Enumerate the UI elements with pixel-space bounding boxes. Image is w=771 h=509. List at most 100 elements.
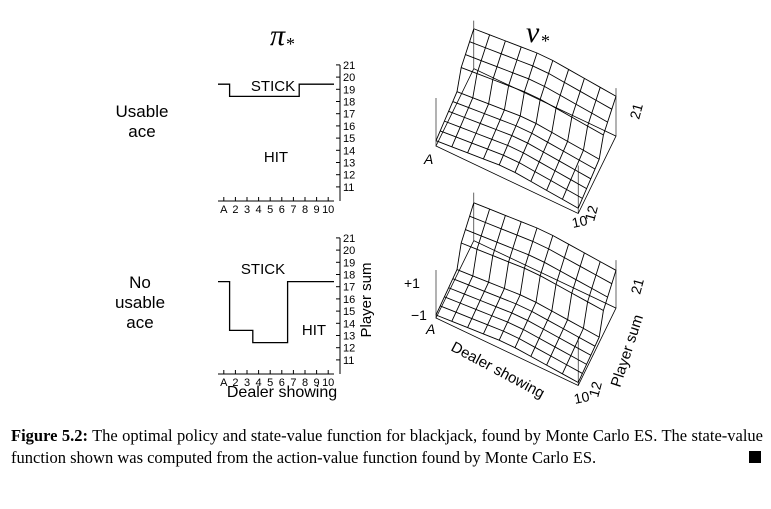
- surface-grid-line: [473, 202, 617, 271]
- figure-caption: Figure 5.2: The optimal policy and state…: [11, 425, 763, 469]
- surface-bottom-dealer-start-label: A: [425, 321, 435, 337]
- surface-grid-line: [452, 101, 596, 170]
- surface-grid-line: [435, 28, 475, 141]
- dealer-tick-label: 4: [256, 204, 262, 216]
- surface-grid-line: [467, 40, 506, 154]
- surface-grid-line: [530, 244, 570, 357]
- dealer-tick-label: 6: [279, 204, 285, 216]
- player-tick-label: 16: [343, 294, 355, 306]
- surface-grid-line: [482, 46, 522, 160]
- surface-grid-line: [514, 235, 554, 348]
- dealer-tick-label: A: [220, 204, 228, 216]
- player-tick-label: 13: [343, 158, 355, 170]
- surface-grid-line: [530, 69, 570, 182]
- policy-title-subscript: *: [286, 34, 295, 54]
- policy-x-axis-title: Dealer showing: [227, 384, 337, 401]
- policy-title-symbol: π: [270, 19, 286, 52]
- player-tick-label: 13: [343, 331, 355, 343]
- surface-grid-line: [451, 208, 491, 322]
- surface-grid-line: [498, 52, 538, 166]
- surface-grid-line: [461, 242, 604, 311]
- surface-grid-line: [465, 54, 608, 123]
- value-title: v *: [526, 16, 550, 51]
- row-label-usable-line1: Usable: [116, 102, 169, 121]
- dealer-tick-label: 5: [267, 377, 273, 389]
- end-of-proof-square-icon: [749, 451, 761, 463]
- dealer-tick-label: 8: [302, 377, 308, 389]
- player-tick-label: 17: [343, 282, 355, 294]
- player-tick-label: 21: [343, 60, 355, 72]
- surface-top-dealer-start-label: A: [423, 151, 433, 167]
- dealer-tick-label: 10: [322, 204, 334, 216]
- surface-grid-line: [467, 215, 506, 328]
- surface-grid-line: [451, 34, 491, 147]
- player-tick-label: 15: [343, 133, 355, 145]
- surface-grid-line: [448, 110, 592, 180]
- surface-grid-line: [577, 96, 617, 209]
- row-label-no-usable-line3: ace: [126, 313, 153, 332]
- surface-grid-line: [456, 269, 600, 338]
- surface-grid-line: [444, 296, 587, 365]
- dealer-tick-label: 10: [322, 377, 334, 389]
- row-label-no-usable-line1: No: [129, 273, 151, 292]
- surface-grid-line: [456, 91, 600, 160]
- dealer-tick-label: 2: [232, 204, 238, 216]
- hit-label-no-usable: HIT: [302, 322, 326, 339]
- surface-bottom-dealer-end-label: 10: [572, 388, 591, 407]
- player-tick-label: 21: [343, 233, 355, 245]
- surface-grid-line: [469, 215, 613, 285]
- row-label-no-usable-line2: usable: [115, 293, 165, 312]
- surface-grid-line: [473, 28, 617, 97]
- surface-grid-line: [514, 60, 554, 173]
- stick-label-usable: STICK: [251, 78, 295, 95]
- surface-top-player-start-label: 12: [581, 203, 601, 222]
- caption-label: Figure 5.2:: [11, 426, 88, 445]
- policy-decision-boundary: [218, 83, 334, 98]
- surface-grid-line: [461, 67, 604, 136]
- dealer-tick-label: 8: [302, 204, 308, 216]
- surface-y-axis-title: Player sum: [608, 313, 647, 390]
- surface-z-bottom-label: −1: [411, 307, 427, 323]
- surface-z-top-label: +1: [404, 275, 420, 291]
- policy-y-axis-title: Player sum: [358, 262, 375, 337]
- row-label-usable-line2: ace: [128, 122, 155, 141]
- player-tick-label: 19: [343, 84, 355, 96]
- dealer-tick-label: 9: [314, 204, 320, 216]
- surface-top-dealer-end-label: 10: [570, 212, 589, 231]
- player-tick-label: 12: [343, 170, 355, 182]
- dealer-tick-label: 4: [256, 377, 262, 389]
- value-title-symbol: v: [526, 16, 540, 49]
- surface-grid-line: [561, 261, 601, 374]
- player-tick-label: 15: [343, 306, 355, 318]
- surface-grid-line: [546, 78, 585, 191]
- surface-grid-line: [452, 278, 596, 347]
- surface-grid-line: [440, 305, 583, 374]
- dealer-tick-label: 7: [290, 377, 296, 389]
- dealer-tick-label: A: [220, 377, 228, 389]
- surface-grid-line: [546, 252, 585, 366]
- value-surface-no-usable-ace: [435, 192, 617, 387]
- surface-grid-line: [561, 87, 601, 200]
- player-tick-label: 18: [343, 97, 355, 109]
- surface-bottom-player-end-label: 21: [627, 276, 647, 295]
- player-tick-label: 20: [343, 72, 355, 84]
- stick-label-no-usable: STICK: [241, 261, 285, 278]
- player-tick-label: 20: [343, 245, 355, 257]
- dealer-tick-label: 6: [279, 377, 285, 389]
- surface-grid-line: [482, 221, 522, 335]
- surface-grid-line: [577, 270, 617, 383]
- policy-title: π *: [270, 19, 295, 54]
- caption-text: The optimal policy and state-value funct…: [11, 426, 763, 467]
- player-tick-label: 17: [343, 109, 355, 121]
- dealer-tick-label: 7: [290, 204, 296, 216]
- surface-grid-line: [440, 130, 583, 199]
- value-title-subscript: *: [541, 31, 550, 51]
- surface-top-player-end-label: 21: [626, 101, 646, 120]
- surface-x-axis-title: Dealer showing: [448, 339, 547, 403]
- dealer-tick-label: 2: [232, 377, 238, 389]
- dealer-tick-label: 9: [314, 377, 320, 389]
- surface-grid-line: [444, 120, 587, 190]
